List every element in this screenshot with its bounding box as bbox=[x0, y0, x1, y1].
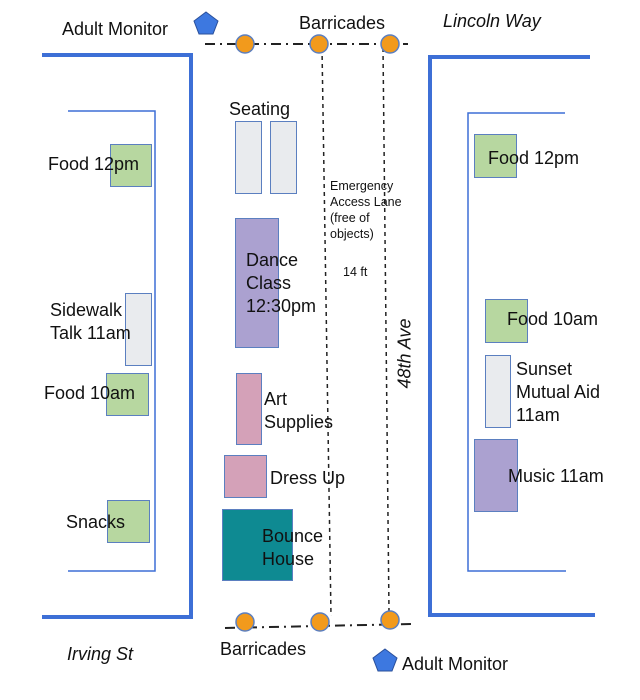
label-line: House bbox=[262, 549, 315, 569]
bounce-house-label: Bounce House bbox=[262, 525, 323, 571]
art-supplies-label: Art Supplies bbox=[264, 388, 333, 434]
west-sidewalk-line bbox=[68, 110, 156, 572]
label-line: 12:30pm bbox=[246, 296, 317, 316]
street-irving-st: Irving St bbox=[67, 644, 134, 664]
barricades-label-top: Barricades bbox=[299, 13, 386, 33]
seating-block-left bbox=[235, 121, 262, 194]
lane-text-line: Emergency bbox=[330, 179, 394, 193]
label-line: Talk 11am bbox=[50, 323, 131, 343]
lane-text-line: objects) bbox=[330, 227, 374, 241]
barricade-cone bbox=[310, 612, 330, 632]
mutual-aid-label: Sunset Mutual Aid 11am bbox=[516, 358, 600, 427]
snacks-block bbox=[107, 500, 150, 543]
barricade-cone bbox=[235, 34, 255, 54]
sidewalk-talk-label: Sidewalk Talk 11am bbox=[50, 299, 131, 345]
music-label: Music 11am bbox=[508, 466, 604, 486]
food-12pm-left-label: Food 12pm bbox=[48, 154, 140, 174]
barricades-label-bottom: Barricades bbox=[220, 639, 307, 659]
label-line: Sidewalk bbox=[50, 300, 123, 320]
adult-monitor-marker-top bbox=[193, 11, 219, 35]
food-12pm-right-label: Food 12pm bbox=[488, 148, 580, 168]
label-line: Art bbox=[264, 389, 288, 409]
lane-text-line: (free of bbox=[330, 211, 370, 225]
label-line: Bounce bbox=[262, 526, 324, 546]
adult-monitor-label-bottom: Adult Monitor bbox=[402, 654, 509, 674]
barricade-cone bbox=[380, 34, 400, 54]
food-block-left-mid bbox=[106, 373, 149, 416]
lane-text-line: Access Lane bbox=[330, 195, 402, 209]
food-10am-right-label: Food 10am bbox=[507, 309, 599, 329]
food-10am-left-label: Food 10am bbox=[44, 383, 136, 403]
adult-monitor-marker-bottom bbox=[372, 648, 398, 672]
west-curb bbox=[42, 53, 193, 619]
barricade-cone bbox=[309, 34, 329, 54]
label-line: Class bbox=[246, 273, 292, 293]
adult-monitor-label-top: Adult Monitor bbox=[62, 19, 169, 39]
bounce-house-block bbox=[222, 509, 293, 581]
food-block-right-mid bbox=[485, 299, 528, 343]
lane-left-line bbox=[321, 47, 332, 617]
label-line: Sunset bbox=[516, 359, 573, 379]
dress-up-block bbox=[224, 455, 267, 498]
label-line: Dance bbox=[246, 250, 299, 270]
label-line: Supplies bbox=[264, 412, 334, 432]
dance-class-block bbox=[235, 218, 279, 348]
barricade-cone bbox=[380, 610, 400, 630]
mutual-aid-block bbox=[485, 355, 511, 428]
food-block-left-top bbox=[110, 144, 152, 187]
seating-block-right bbox=[270, 121, 297, 194]
dance-class-label: Dance Class 12:30pm bbox=[246, 249, 316, 318]
barricade-cone bbox=[235, 612, 255, 632]
lane-width-label: 14 ft bbox=[343, 265, 368, 279]
label-line: 11am bbox=[516, 405, 560, 425]
street-48th-ave: 48th Ave bbox=[394, 318, 415, 389]
seating-label: Seating bbox=[229, 99, 291, 119]
label-line: Mutual Aid bbox=[516, 382, 601, 402]
sidewalk-talk-block bbox=[125, 293, 152, 366]
art-supplies-block bbox=[236, 373, 262, 445]
street-lincoln-way: Lincoln Way bbox=[443, 11, 541, 31]
east-sidewalk-line bbox=[467, 112, 566, 572]
music-block bbox=[474, 439, 518, 512]
dress-up-label: Dress Up bbox=[270, 468, 346, 488]
emergency-lane-label: Emergency Access Lane (free of objects) bbox=[330, 178, 402, 242]
lane-right-line bbox=[382, 47, 390, 613]
east-curb bbox=[428, 55, 595, 617]
food-block-right-top bbox=[474, 134, 517, 178]
snacks-label: Snacks bbox=[66, 512, 126, 532]
